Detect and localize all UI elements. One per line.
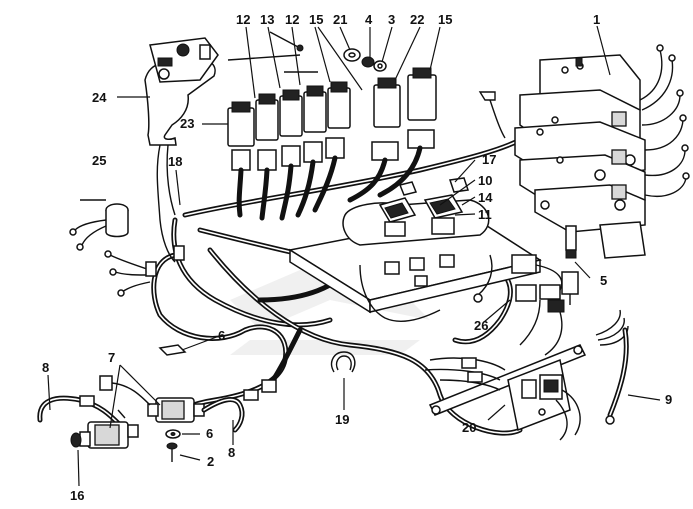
- solenoid-right: [79, 375, 277, 433]
- washer-and-screw-2-6: [158, 344, 187, 462]
- callout-18: 18: [168, 154, 182, 169]
- callout-15-left: 15: [309, 12, 323, 27]
- callout-9: 9: [665, 392, 672, 407]
- callout-25: 25: [92, 153, 106, 168]
- callout-16: 16: [70, 488, 84, 503]
- rocker-switch: [423, 194, 464, 235]
- callout-10: 10: [478, 173, 492, 188]
- callout-15-right: 15: [438, 12, 452, 27]
- bolts: [227, 31, 318, 73]
- hydraulic-valve-block: [514, 54, 646, 259]
- callout-24: 24: [92, 90, 107, 105]
- callout-8-right: 8: [228, 445, 235, 460]
- plug-module: [227, 101, 255, 171]
- large-relay-modules: [347, 67, 506, 203]
- callout-11: 11: [478, 207, 492, 222]
- left-pigtails: [104, 245, 185, 297]
- connector-block-26: [511, 254, 565, 356]
- callout-14: 14: [478, 190, 493, 205]
- valve-pigtails: [639, 44, 690, 197]
- callout-19: 19: [335, 412, 349, 427]
- cable-clip-19: [330, 351, 356, 373]
- callout-12-right: 12: [285, 12, 299, 27]
- leader-lines: [47, 25, 661, 487]
- callout-7: 7: [108, 350, 115, 365]
- callout-22: 22: [410, 12, 424, 27]
- callout-1: 1: [593, 12, 600, 27]
- plug-module: [303, 85, 327, 163]
- ground-cable-9: [595, 309, 629, 425]
- callout-23: 23: [180, 116, 194, 131]
- bracket-plate-20: [424, 344, 587, 441]
- callout-6-lower: 6: [206, 426, 213, 441]
- callout-21: 21: [333, 12, 347, 27]
- callout-17: 17: [482, 152, 496, 167]
- relay-plugs-row: [227, 81, 351, 221]
- callout-4: 4: [365, 12, 373, 27]
- washers: [343, 48, 387, 72]
- callout-13: 13: [260, 12, 274, 27]
- joystick-handle: [144, 37, 219, 263]
- callout-20: 20: [462, 420, 476, 435]
- callout-labels: 1 2 3 4 5 6 6 7 8 8 9 10 11 12 12 13 14 …: [42, 12, 672, 503]
- callout-3: 3: [388, 12, 395, 27]
- plug-module: [255, 93, 279, 171]
- switch-panel-tray: [287, 177, 542, 322]
- left-branch-harness: [151, 252, 303, 413]
- callout-8-left: 8: [42, 360, 49, 375]
- rocker-switch: [378, 197, 417, 237]
- callout-5: 5: [600, 273, 607, 288]
- sensor-5: [561, 225, 579, 305]
- plug-module: [325, 81, 351, 159]
- plug-module: [279, 89, 303, 167]
- callout-2: 2: [207, 454, 214, 469]
- pressure-switch-25: [69, 199, 129, 251]
- callout-12-left: 12: [236, 12, 250, 27]
- callout-6-upper: 6: [218, 328, 225, 343]
- callout-26: 26: [474, 318, 488, 333]
